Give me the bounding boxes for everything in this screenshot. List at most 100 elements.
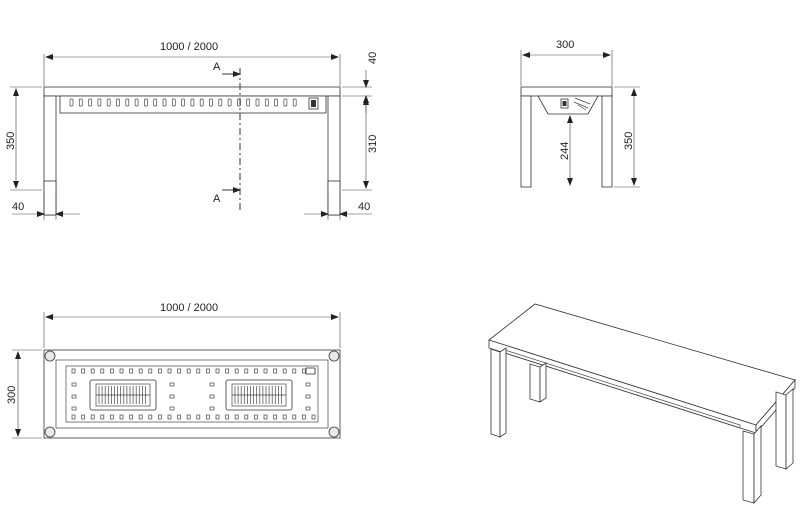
plan-slot: [282, 368, 287, 374]
front-leg-right-label: 40: [358, 201, 370, 213]
iso-leg-back-left: [529, 363, 541, 403]
plan-slot: [81, 414, 85, 420]
plan-slot: [206, 414, 210, 420]
plan-slot: [119, 414, 124, 420]
front-view: A A 1000 / 2000 40 310 350 40 40: [5, 41, 379, 220]
section-mark-bottom: A: [213, 193, 221, 205]
plan-slot: [215, 368, 220, 374]
vent-slot: [88, 98, 92, 107]
plan-slot: [234, 368, 239, 374]
plan-slot: [167, 368, 172, 374]
vent-slot: [264, 98, 269, 107]
front-top-shelf: [43, 86, 341, 97]
iso-top-surface: [488, 303, 796, 426]
plan-leg-bl: [44, 426, 56, 438]
plan-slot: [273, 368, 277, 374]
plan-slot: [169, 382, 175, 387]
vent-slot: [69, 98, 74, 107]
isometric-view: [488, 303, 796, 505]
vent-slot: [106, 98, 111, 107]
plan-slot: [186, 368, 191, 374]
side-left-leg: [520, 95, 532, 188]
vent-slot: [292, 98, 297, 107]
plan-view: 1000 / 2000 300: [6, 302, 341, 439]
vent-slot: [218, 98, 223, 107]
vent-slot: [78, 98, 83, 107]
plan-slot: [129, 414, 133, 420]
plan-width-label: 1000 / 2000: [160, 302, 218, 314]
plan-slot: [292, 368, 297, 374]
plan-slot: [234, 414, 239, 420]
front-height-label: 350: [5, 132, 17, 150]
vent-slot: [162, 98, 167, 107]
vent-slot: [190, 98, 195, 107]
plan-slot: [90, 368, 95, 374]
plan-slot: [209, 394, 215, 399]
plan-slot: [209, 406, 215, 411]
plan-leg-br: [328, 426, 340, 438]
iso-leg-front-right: [742, 430, 755, 504]
front-top-thickness-label: 40: [367, 52, 379, 64]
plan-slot: [186, 414, 191, 420]
vent-slot: [153, 98, 158, 107]
plan-slot: [138, 414, 143, 420]
plan-slot: [167, 414, 172, 420]
plan-slot: [292, 414, 297, 420]
plan-slot: [169, 406, 175, 411]
vent-slot: [181, 98, 185, 107]
side-view: 300 244 350: [520, 39, 640, 188]
plan-slot: [177, 414, 181, 420]
heating-element-left: [89, 379, 157, 411]
front-width-label: 1000 / 2000: [160, 41, 218, 53]
plan-slot: [206, 368, 210, 374]
vent-slot: [246, 98, 251, 107]
plan-slot: [71, 394, 77, 399]
section-mark-top: A: [213, 61, 221, 73]
vent-slot: [97, 98, 102, 107]
vent-slot: [116, 98, 120, 107]
plan-slot: [225, 414, 229, 420]
side-right-leg: [601, 95, 613, 188]
plan-slot: [209, 382, 215, 387]
plan-slot: [305, 394, 311, 399]
plan-slot: [302, 414, 306, 420]
plan-depth-label: 300: [6, 386, 18, 404]
plan-slot: [196, 368, 201, 374]
plan-slot: [196, 414, 201, 420]
plan-slot: [81, 368, 85, 374]
plan-slot: [273, 414, 277, 420]
plan-slot: [129, 368, 133, 374]
vent-slot: [255, 98, 260, 107]
plan-slot: [71, 414, 76, 420]
plan-slot: [71, 382, 77, 387]
front-leg-left-label: 40: [12, 201, 24, 213]
heating-element-right: [225, 379, 293, 411]
plan-slot: [158, 368, 162, 374]
plan-leg-tl: [44, 350, 56, 362]
plan-slot: [110, 414, 114, 420]
side-height-label: 350: [623, 132, 635, 150]
plan-slot: [263, 368, 268, 374]
plan-slot: [71, 406, 77, 411]
plan-slot: [90, 414, 95, 420]
plan-switch-icon: [305, 367, 316, 375]
plan-slot: [254, 414, 258, 420]
plan-slot: [244, 414, 249, 420]
vent-slot: [171, 98, 176, 107]
plan-leg-tr: [328, 350, 340, 362]
plan-slot: [169, 394, 175, 399]
plan-slot: [244, 368, 249, 374]
iso-leg-back-right: [775, 391, 787, 470]
plan-outline: [43, 349, 341, 439]
plan-slot: [158, 414, 162, 420]
side-top-shelf: [520, 86, 613, 97]
vent-slot: [125, 98, 130, 107]
plan-slot: [71, 368, 76, 374]
vent-slot: [144, 98, 148, 107]
plan-slot: [148, 414, 153, 420]
vent-slot: [134, 98, 139, 107]
plan-slot: [138, 368, 143, 374]
plan-slot: [177, 368, 181, 374]
plan-slot: [282, 414, 287, 420]
